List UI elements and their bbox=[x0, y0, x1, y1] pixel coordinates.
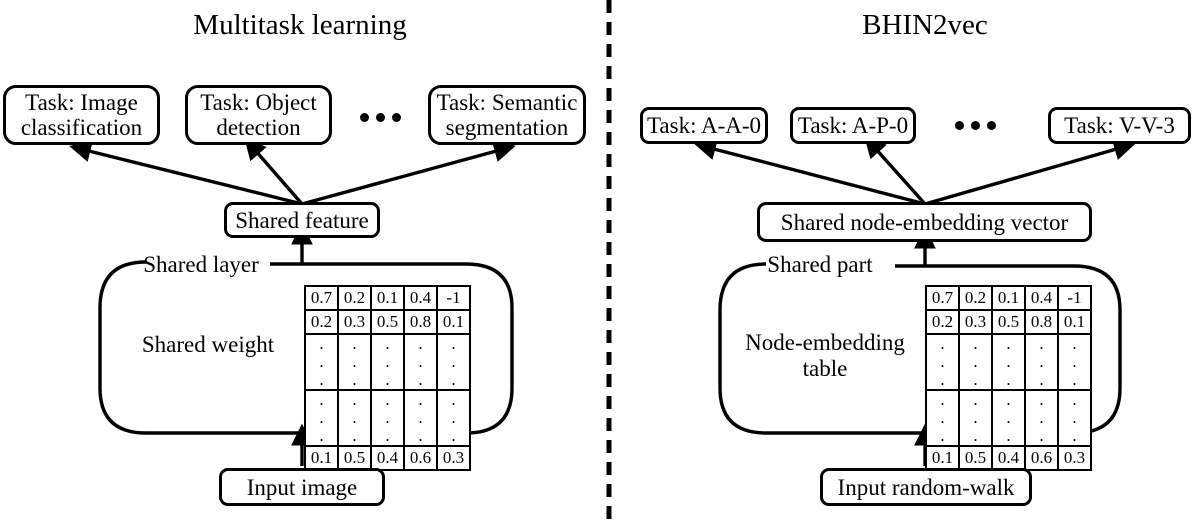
matrix-cell: ... bbox=[1024, 333, 1059, 391]
matrix-row: ............... bbox=[925, 333, 1092, 391]
right-ellipsis-dots bbox=[955, 121, 996, 130]
input-random-walk-box[interactable]: Input random-walk bbox=[820, 468, 1032, 506]
matrix-cell: ... bbox=[1024, 389, 1059, 447]
task-box-aa0[interactable]: Task: A-A-0 bbox=[640, 107, 768, 144]
matrix-cell: ... bbox=[304, 389, 339, 447]
matrix-cell: 0.2 bbox=[304, 309, 339, 335]
matrix-cell: 0.5 bbox=[337, 445, 372, 471]
matrix-cell: 0.4 bbox=[370, 445, 405, 471]
shared-layer-label: Shared layer bbox=[143, 252, 259, 277]
matrix-cell: 0.2 bbox=[958, 285, 993, 311]
matrix-cell: 0.7 bbox=[925, 285, 960, 311]
matrix-cell: ... bbox=[925, 389, 960, 447]
task-box-ap0[interactable]: Task: A-P-0 bbox=[790, 107, 916, 144]
matrix-cell: ... bbox=[436, 333, 471, 391]
matrix-cell: 0.5 bbox=[991, 309, 1026, 335]
matrix-cell: 0.1 bbox=[1057, 309, 1092, 335]
panel-title-bhin2vec: BHIN2vec bbox=[862, 9, 988, 41]
matrix-cell: ... bbox=[337, 389, 372, 447]
matrix-cell: ... bbox=[403, 333, 438, 391]
matrix-cell: ... bbox=[370, 333, 405, 391]
matrix-cell: 0.1 bbox=[991, 285, 1026, 311]
task-box-vv3[interactable]: Task: V-V-3 bbox=[1048, 107, 1191, 144]
matrix-cell: 0.2 bbox=[337, 285, 372, 311]
matrix-cell: 0.4 bbox=[1024, 285, 1059, 311]
matrix-cell: ... bbox=[958, 333, 993, 391]
matrix-cell: 0.8 bbox=[403, 309, 438, 335]
matrix-cell: 0.4 bbox=[991, 445, 1026, 471]
matrix-cell: 0.3 bbox=[958, 309, 993, 335]
matrix-cell: ... bbox=[925, 333, 960, 391]
input-image-box[interactable]: Input image bbox=[219, 468, 385, 506]
matrix-cell: 0.8 bbox=[1024, 309, 1059, 335]
matrix-cell: ... bbox=[370, 389, 405, 447]
matrix-cell: 0.1 bbox=[370, 285, 405, 311]
shared-part-label: Shared part bbox=[767, 252, 873, 277]
matrix-cell: ... bbox=[958, 389, 993, 447]
node-embedding-table-label: Node-embedding table bbox=[745, 330, 905, 381]
matrix-cell: 0.5 bbox=[370, 309, 405, 335]
matrix-cell: 0.1 bbox=[436, 309, 471, 335]
matrix-cell: 0.4 bbox=[403, 285, 438, 311]
matrix-cell: 0.1 bbox=[304, 445, 339, 471]
matrix-cell: 0.7 bbox=[304, 285, 339, 311]
task-box-object-detection[interactable]: Task: Object detection bbox=[185, 85, 332, 145]
shared-feature-box[interactable]: Shared feature bbox=[224, 202, 380, 238]
matrix-cell: 0.3 bbox=[436, 445, 471, 471]
matrix-cell: -1 bbox=[436, 285, 471, 311]
matrix-cell: ... bbox=[436, 389, 471, 447]
shared-node-embedding-vector-box[interactable]: Shared node-embedding vector bbox=[757, 202, 1092, 242]
matrix-row: ............... bbox=[925, 389, 1092, 447]
matrix-cell: -1 bbox=[1057, 285, 1092, 311]
matrix-cell: 0.2 bbox=[925, 309, 960, 335]
shared-weight-label: Shared weight bbox=[141, 332, 275, 357]
left-ellipsis-dots bbox=[360, 113, 401, 122]
matrix-row: ............... bbox=[304, 333, 471, 391]
matrix-row: ............... bbox=[304, 389, 471, 447]
matrix-cell: ... bbox=[1057, 389, 1092, 447]
matrix-cell: ... bbox=[337, 333, 372, 391]
matrix-cell: ... bbox=[403, 389, 438, 447]
task-box-image-classification[interactable]: Task: Image classification bbox=[3, 85, 160, 145]
matrix-cell: 0.3 bbox=[1057, 445, 1092, 471]
matrix-cell: 0.5 bbox=[958, 445, 993, 471]
matrix-cell: 0.3 bbox=[337, 309, 372, 335]
matrix-cell: ... bbox=[991, 333, 1026, 391]
matrix-cell: ... bbox=[304, 333, 339, 391]
matrix-cell: 0.1 bbox=[925, 445, 960, 471]
panel-title-multitask: Multitask learning bbox=[193, 9, 407, 41]
matrix-cell: ... bbox=[1057, 333, 1092, 391]
matrix-cell: 0.6 bbox=[1024, 445, 1059, 471]
matrix-cell: 0.6 bbox=[403, 445, 438, 471]
matrix-cell: ... bbox=[991, 389, 1026, 447]
task-box-semantic-segmentation[interactable]: Task: Semantic segmentation bbox=[428, 85, 586, 145]
